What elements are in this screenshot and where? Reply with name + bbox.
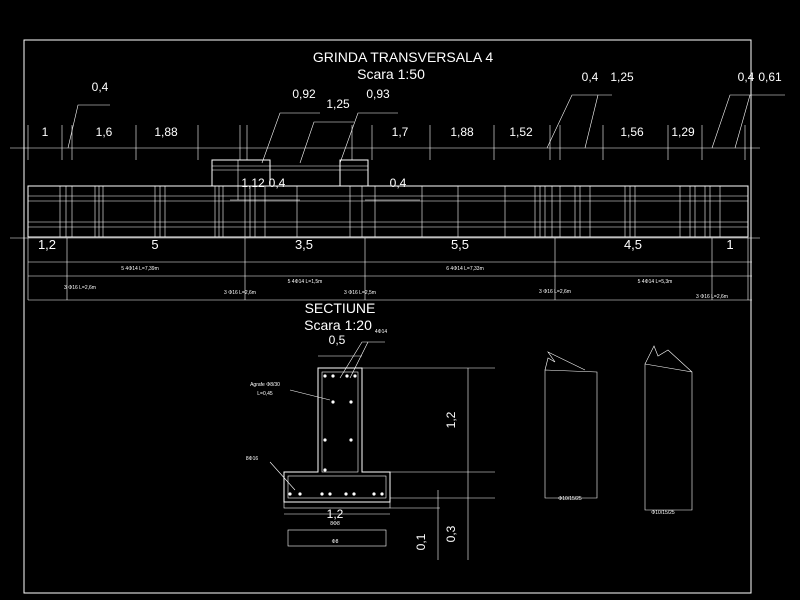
rebar-note: 3 Φ16 L=2,6m (64, 285, 96, 291)
bottom-dimension-label: 4,5 (624, 237, 642, 252)
rebar-note: 3 Φ16 L=2,6m (539, 289, 571, 295)
rebar-dot (328, 492, 332, 496)
bottom-dimension-label: 3,5 (295, 237, 313, 252)
section-label: L=0,45 (257, 391, 273, 397)
top-dimension-label: 1,6 (96, 125, 113, 139)
leader-dimension-label: 0,61 (758, 70, 782, 84)
section-label: Φ10/15/25 (558, 496, 582, 502)
rebar-note: 6 4Φ14 L=7,33m (446, 266, 484, 272)
drawing-frame (23, 39, 752, 594)
leader-dimension-label: 0,92 (292, 87, 316, 101)
leader-dimension-label: 1,25 (326, 97, 350, 111)
top-dimension-label: 1,56 (620, 125, 644, 139)
section-label: 1,2 (327, 507, 344, 521)
rebar-dot (349, 438, 353, 442)
top-dimension-label: 1,88 (154, 125, 178, 139)
drawing-title: GRINDA TRANSVERSALA 4 (313, 49, 493, 65)
section-rebars (288, 374, 384, 496)
top-dimension-labels: 1 1,6 1,88 1,7 1,88 1,52 1,56 1,29 (42, 125, 695, 139)
section-label: Agrafe Φ8/30 (250, 382, 280, 388)
rebar-note: 5 4Φ14 L=5,3m (638, 279, 673, 285)
rebar-dot (380, 492, 384, 496)
top-dimension-label: 1,88 (450, 125, 474, 139)
rebar-dot (320, 492, 324, 496)
rebar-dot (344, 492, 348, 496)
section-scale: Scara 1:20 (304, 317, 372, 333)
rebar-dot (323, 438, 327, 442)
vertical-dimension-label: 0,3 (444, 525, 458, 542)
leader-lines (67, 94, 785, 201)
bottom-dimension-labels: 1,2 5 3,5 5,5 4,5 1 (38, 237, 734, 252)
top-dimension-label: 1,7 (392, 125, 409, 139)
rebar-note: 3 Φ16 L=2,6m (224, 290, 256, 296)
bottom-dimension-label: 1,2 (38, 237, 56, 252)
bottom-dimension-label: 5 (151, 237, 158, 252)
leader-dimension-label: 0,4 (738, 70, 755, 84)
top-dimension-label: 1,29 (671, 125, 695, 139)
rebar-dot (349, 400, 353, 404)
dimension-ticks (27, 125, 749, 300)
rebar-dot (331, 374, 335, 378)
top-dimension-label: 1 (42, 125, 49, 139)
stirrup-detail-2 (644, 345, 693, 511)
beam-elevation (27, 159, 749, 238)
beam-stirrups (59, 186, 721, 237)
drawing-scale: Scara 1:50 (357, 66, 425, 82)
leader-dimension-label: 1,25 (610, 70, 634, 84)
rebar-dot (345, 374, 349, 378)
rebar-dot (323, 374, 327, 378)
top-dimension-label: 1,52 (509, 125, 533, 139)
section-label: 4Φ14 (375, 329, 388, 335)
rebar-dot (353, 374, 357, 378)
bottom-dimension-label: 5,5 (451, 237, 469, 252)
rebar-notes: 5 4Φ14 L=7,39m 5 4Φ14 L=1,5m 6 4Φ14 L=7,33… (64, 266, 728, 300)
leader-dimension-label: 1,12 (241, 176, 265, 190)
leader-dimension-label: 0,4 (269, 176, 286, 190)
section-label: 8Φ8 (330, 521, 340, 527)
vertical-dimension-label: 0,1 (414, 533, 428, 550)
vertical-dimension-labels: 1,2 0,1 0,3 (414, 411, 458, 550)
rebar-note: 5 4Φ14 L=1,5m (288, 279, 323, 285)
rebar-dot (352, 492, 356, 496)
rebar-note: 3 Φ16 L=2,6m (696, 294, 728, 300)
rebar-dot (372, 492, 376, 496)
rebar-dot (331, 400, 335, 404)
vertical-dimension-label: 1,2 (444, 411, 458, 428)
cross-section (269, 341, 495, 560)
section-label: Φ10/15/25 (651, 510, 675, 516)
leader-dimension-label: 0,93 (366, 87, 390, 101)
section-label: 0,5 (329, 333, 346, 347)
rebar-dot (323, 468, 327, 472)
rebar-dot (288, 492, 292, 496)
stirrup-detail-1 (544, 351, 598, 499)
section-label: 8Φ16 (246, 456, 259, 462)
leader-dimension-label: 0,4 (92, 80, 109, 94)
bottom-dimension-label: 1 (726, 237, 733, 252)
leader-dimension-label: 0,4 (390, 176, 407, 190)
leader-dimension-label: 0,4 (582, 70, 599, 84)
section-title: SECTIUNE (305, 300, 376, 316)
rebar-note: 3 Φ16 L=2,5m (344, 290, 376, 296)
rebar-dot (298, 492, 302, 496)
rebar-note: 5 4Φ14 L=7,39m (121, 266, 159, 272)
section-label: Φ8 (332, 539, 339, 545)
